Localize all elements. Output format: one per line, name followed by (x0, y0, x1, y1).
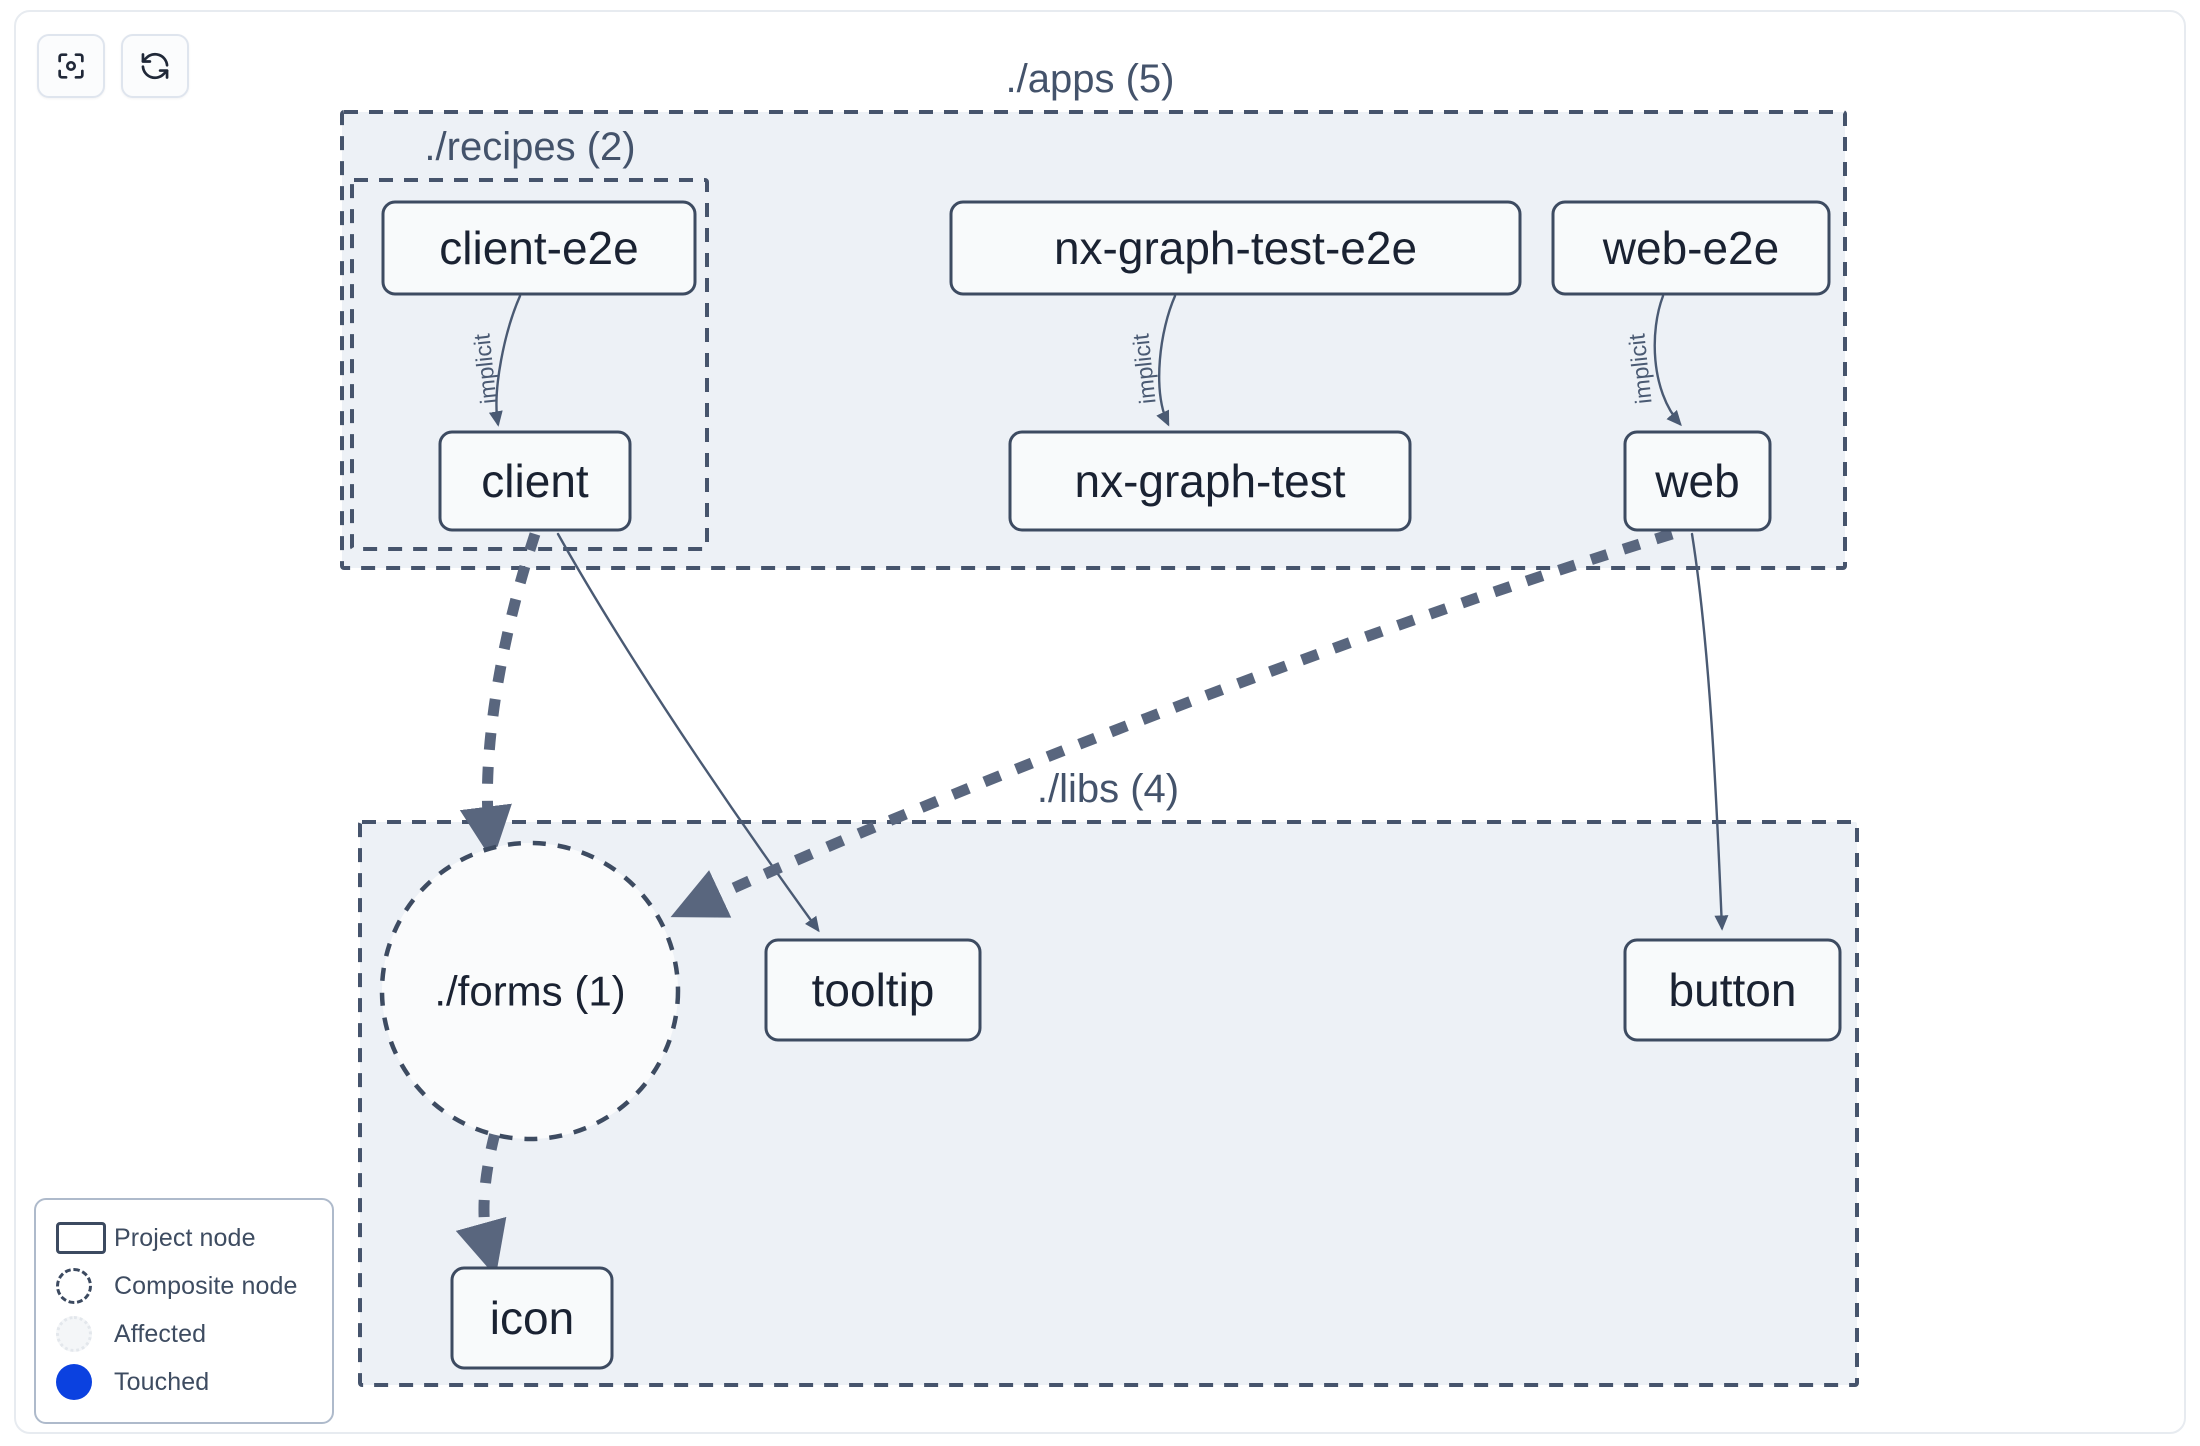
graph-node-nx-graph-test[interactable]: nx-graph-test (1008, 430, 1412, 532)
legend-label: Composite node (114, 1271, 298, 1300)
node-label: web (1654, 455, 1739, 507)
composite-node-shape (379, 840, 681, 1142)
graph-edge-forms__icon[interactable] (455, 1131, 507, 1277)
node-label: web-e2e (1602, 222, 1779, 274)
graph-node-nx-graph-test-e2e[interactable]: nx-graph-test-e2e (949, 200, 1522, 296)
graph-node-web-e2e[interactable]: web-e2e (1551, 200, 1831, 296)
node-label: nx-graph-test-e2e (1054, 222, 1417, 274)
viewfinder-icon (54, 49, 88, 83)
graph-node-client[interactable]: client (438, 430, 632, 532)
edge-path (1156, 294, 1177, 427)
node-label: ./forms (1) (434, 968, 625, 1015)
node-label: icon (490, 1292, 574, 1344)
edge-path (488, 294, 522, 427)
graph-node-web[interactable]: web (1623, 430, 1772, 532)
edge-path (556, 532, 820, 933)
graph-node-icon[interactable]: icon (450, 1266, 614, 1370)
node-label: tooltip (812, 964, 935, 1016)
node-label: client-e2e (439, 222, 638, 274)
legend-label: Project node (114, 1223, 256, 1252)
refresh-graph-button[interactable] (121, 34, 189, 98)
graph-legend: Project node Composite node Affected Tou… (34, 1198, 334, 1424)
group-label: ./libs (4) (1037, 767, 1179, 811)
graph-node-forms[interactable]: ./forms (1) (379, 840, 681, 1142)
legend-label: Affected (114, 1319, 207, 1348)
graph-group-libs[interactable]: ./libs (4) (358, 767, 1859, 1387)
project-node-shape (1008, 430, 1412, 532)
graph-toolbar (37, 34, 189, 98)
group-label: ./apps (5) (1006, 57, 1175, 101)
legend-item-project-node: Project node (52, 1214, 316, 1262)
legend-item-touched: Touched (52, 1358, 316, 1406)
graph-node-tooltip[interactable]: tooltip (764, 938, 982, 1042)
composite-node-swatch (52, 1268, 114, 1304)
graph-node-client-e2e[interactable]: client-e2e (381, 200, 697, 296)
node-label: nx-graph-test (1074, 455, 1345, 507)
group-label: ./recipes (2) (424, 125, 635, 169)
graph-edge-web__button[interactable] (1690, 532, 1729, 931)
project-node-shape (381, 200, 697, 296)
project-node-shape (450, 1266, 614, 1370)
node-label: client (481, 455, 589, 507)
graph-node-button[interactable]: button (1623, 938, 1842, 1042)
edge-path (1690, 532, 1729, 931)
project-node-shape (1623, 938, 1842, 1042)
legend-item-affected: Affected (52, 1310, 316, 1358)
project-node-shape (1623, 430, 1772, 532)
project-node-shape (1551, 200, 1831, 296)
project-node-shape (949, 200, 1522, 296)
touched-swatch (52, 1364, 114, 1400)
project-node-shape (438, 430, 632, 532)
project-node-shape (764, 938, 982, 1042)
graph-nodes-layer: client-e2e nx-graph-test-e2e web-e2e client… (379, 200, 1842, 1370)
graph-edge-client__tooltip[interactable] (556, 532, 820, 933)
project-node-swatch (52, 1222, 114, 1254)
node-label: button (1669, 964, 1797, 1016)
affected-swatch (52, 1316, 114, 1352)
legend-item-composite-node: Composite node (52, 1262, 316, 1310)
refresh-icon (138, 49, 172, 83)
group-boundary (358, 820, 1859, 1387)
edge-path (1653, 294, 1682, 427)
focus-graph-button[interactable] (37, 34, 105, 98)
legend-label: Touched (114, 1367, 210, 1396)
graph-edge-client__forms[interactable] (459, 532, 541, 862)
edge-path (459, 532, 541, 862)
edge-path (455, 1131, 507, 1277)
